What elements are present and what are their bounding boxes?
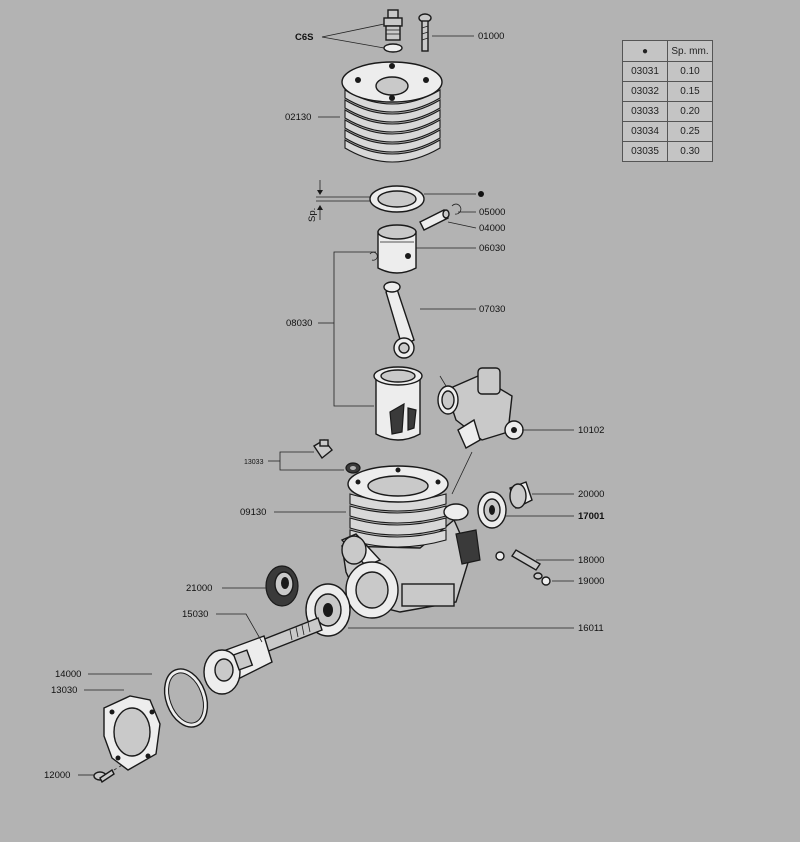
label-12000: 12000 <box>44 770 70 781</box>
row-thickness: 0.25 <box>667 121 713 142</box>
row-thickness: 0.15 <box>667 81 713 102</box>
carburetor <box>437 367 524 449</box>
label-02130: 02130 <box>285 112 311 123</box>
header-symbol: ● <box>622 40 668 62</box>
row-code: 03035 <box>622 141 668 162</box>
label-06030: 06030 <box>479 243 505 254</box>
label-13033: 13033 <box>244 459 264 466</box>
row-thickness: 0.10 <box>667 61 713 82</box>
glow-plug <box>383 9 403 41</box>
table-row: 03033 0.20 <box>622 101 713 122</box>
pin <box>495 549 543 580</box>
bullet-dot <box>478 191 484 197</box>
header-thickness: Sp. mm. <box>667 40 713 62</box>
piston-pin-clip <box>451 203 462 215</box>
row-code: 03032 <box>622 81 668 102</box>
row-code: 03034 <box>622 121 668 142</box>
label-18000: 18000 <box>578 555 604 566</box>
piston <box>377 224 417 274</box>
spacer-thickness-table: ● Sp. mm. 03031 0.10 03032 0.15 03033 0.… <box>622 40 713 162</box>
table-row: 03031 0.10 <box>622 61 713 82</box>
label-05000: 05000 <box>479 207 505 218</box>
label-09130: 09130 <box>240 507 266 518</box>
label-21000: 21000 <box>186 583 212 594</box>
rear-bearing <box>477 491 507 529</box>
label-19000: 19000 <box>578 576 604 587</box>
crankshaft <box>203 617 323 695</box>
label-sp: Sp. <box>307 208 318 222</box>
glow-plug-washer <box>383 43 403 53</box>
label-15030: 15030 <box>182 609 208 620</box>
connecting-rod <box>383 281 415 359</box>
label-14000: 14000 <box>55 669 81 680</box>
row-code: 03033 <box>622 101 668 122</box>
back-plate <box>103 695 161 771</box>
back-plate-screw <box>93 768 115 784</box>
label-c6s: C6S <box>295 32 313 43</box>
label-04000: 04000 <box>479 223 505 234</box>
table-row: 03032 0.15 <box>622 81 713 102</box>
label-17001: 17001 <box>578 511 605 522</box>
drive-washer <box>265 565 299 607</box>
label-01000: 01000 <box>478 31 504 42</box>
label-10102: 10102 <box>578 425 604 436</box>
table-header-row: ● Sp. mm. <box>622 40 713 62</box>
label-20000: 20000 <box>578 489 604 500</box>
table-row: 03034 0.25 <box>622 121 713 142</box>
table-row: 03035 0.30 <box>622 141 713 162</box>
head-screw <box>418 13 432 52</box>
cylinder-head <box>341 61 443 163</box>
spacer-thickness-indicator: Sp. <box>307 180 370 222</box>
crankcase <box>340 465 481 619</box>
bushing <box>509 481 533 509</box>
label-c6s-group: C6S <box>295 23 385 49</box>
cylinder-liner <box>373 366 423 441</box>
label-16011: 16011 <box>578 623 604 634</box>
piston-clip <box>369 251 378 261</box>
label-13030: 13030 <box>51 685 77 696</box>
piston-pin <box>419 209 450 231</box>
row-thickness: 0.30 <box>667 141 713 162</box>
label-07030: 07030 <box>479 304 505 315</box>
row-thickness: 0.20 <box>667 101 713 122</box>
needle-valve-screw <box>313 439 333 460</box>
label-08030: 08030 <box>286 318 312 329</box>
row-code: 03031 <box>622 61 668 82</box>
o-ring-small <box>541 576 551 586</box>
